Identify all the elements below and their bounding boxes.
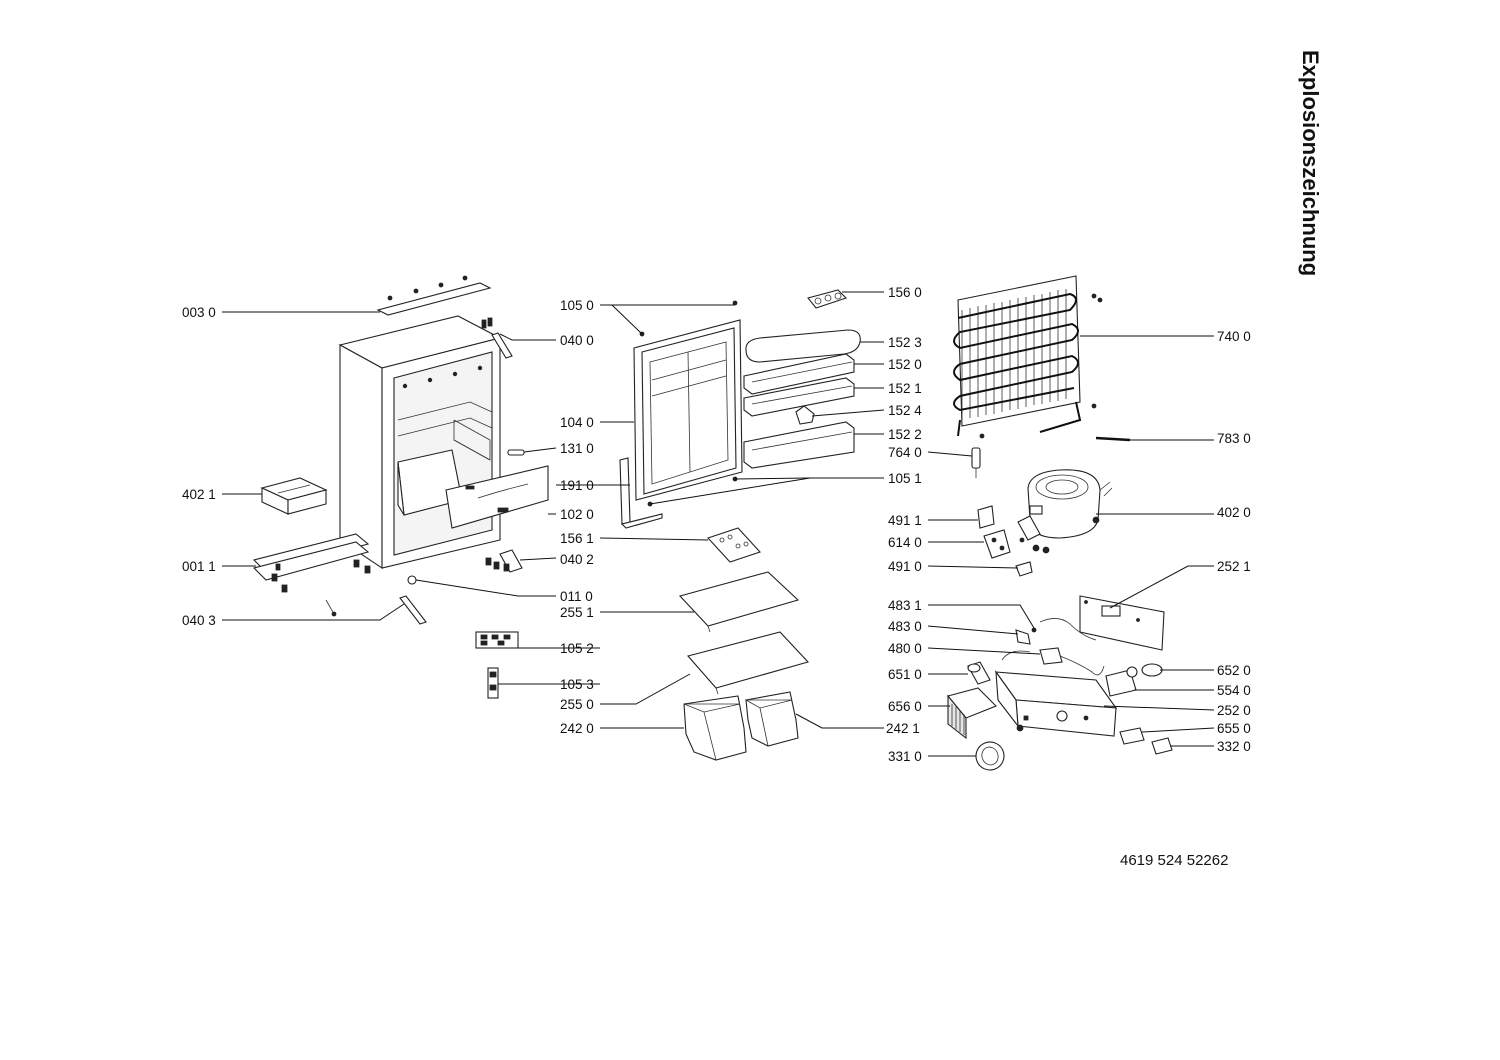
label-656-0: 656 0: [888, 699, 922, 714]
label-003-0: 003 0: [182, 305, 216, 320]
bin-part-1522: [743, 421, 855, 469]
switch-part-3320: [1151, 737, 1173, 755]
door-gasket-part: [619, 457, 663, 529]
label-104-0: 104 0: [560, 415, 594, 430]
harness-part-4800: [1001, 647, 1105, 676]
label-152-3: 152 3: [888, 335, 922, 350]
door-group: [475, 300, 810, 761]
base-rail-part: [252, 533, 371, 593]
label-480-0: 480 0: [888, 641, 922, 656]
top-rail-part: [376, 275, 492, 316]
door-panel-part: [633, 319, 743, 501]
label-483-1: 483 1: [888, 598, 922, 613]
bin-clip-part-1524: [795, 405, 815, 425]
label-491-1: 491 1: [888, 513, 922, 528]
cabinet-body-part: [338, 315, 549, 570]
starter-part-6140: [983, 529, 1025, 559]
document-number: 4619 524 52262: [1120, 852, 1229, 869]
control-housing-part-2520: [994, 670, 1118, 737]
switch-part-5540: [1105, 666, 1138, 697]
pin-part-131: [507, 449, 525, 456]
label-156-0: 156 0: [888, 285, 922, 300]
label-152-0: 152 0: [888, 357, 922, 372]
glass-shelf-upper-part: [678, 571, 800, 633]
label-131-0: 131 0: [560, 441, 594, 456]
bin-part-1520: [743, 353, 855, 395]
label-655-0: 655 0: [1217, 721, 1251, 736]
egg-tray-part: [707, 527, 761, 563]
label-331-0: 331 0: [888, 749, 922, 764]
label-040-3: 040 3: [182, 613, 216, 628]
label-105-1: 105 1: [888, 471, 922, 486]
label-242-1: 242 1: [886, 721, 920, 736]
label-255-1: 255 1: [560, 605, 594, 620]
clip-part-4910: [1015, 561, 1033, 577]
egg-holder-part-1560: [807, 289, 848, 309]
compressor-part-4020: [1017, 469, 1113, 554]
label-152-2: 152 2: [888, 427, 922, 442]
label-152-1: 152 1: [888, 381, 922, 396]
label-614-0: 614 0: [888, 535, 922, 550]
relay-part-4911: [977, 505, 995, 529]
lamp-holder-part-6510: [967, 661, 991, 685]
crisper-right-part: [744, 691, 799, 747]
label-040-2: 040 2: [560, 552, 594, 567]
label-402-0: 402 0: [1217, 505, 1251, 520]
cover-part-1053: [487, 667, 499, 699]
switch-part-6550: [1119, 727, 1145, 745]
hinge-bottom-part: [407, 549, 523, 585]
label-402-1: 402 1: [182, 487, 216, 502]
label-651-0: 651 0: [888, 667, 922, 682]
glass-shelf-lower-part: [687, 631, 810, 695]
hinge-top-part: [481, 317, 513, 359]
label-105-2: 105 2: [560, 641, 594, 656]
label-783-0: 783 0: [1217, 431, 1251, 446]
lamp-ring-part-3310: [975, 741, 1005, 771]
label-105-3: 105 3: [560, 677, 594, 692]
label-011-0: 011 0: [560, 589, 593, 604]
label-152-4: 152 4: [888, 403, 922, 418]
label-255-0: 255 0: [560, 697, 594, 712]
door-bins-group: [743, 289, 861, 469]
label-252-0: 252 0: [1217, 703, 1251, 718]
label-040-0: 040 0: [560, 333, 594, 348]
label-156-1: 156 1: [560, 531, 594, 546]
label-764-0: 764 0: [888, 445, 922, 460]
label-554-0: 554 0: [1217, 683, 1251, 698]
page-title: Explosionszeichnung: [1298, 50, 1323, 277]
label-332-0: 332 0: [1217, 739, 1251, 754]
label-252-1: 252 1: [1217, 559, 1251, 574]
label-001-1: 001 1: [182, 559, 216, 574]
wiring-part-4830: [1015, 618, 1097, 645]
label-652-0: 652 0: [1217, 663, 1251, 678]
label-191-0: 191 0: [560, 478, 594, 493]
thermostat-sensor-part-7640: [971, 447, 981, 478]
control-cover-part-2521: [1079, 595, 1165, 651]
label-740-0: 740 0: [1217, 329, 1251, 344]
leader-lines: [222, 291, 1215, 757]
tray-part-4021: [260, 477, 328, 515]
label-242-0: 242 0: [560, 721, 594, 736]
lamp-cover-part-6560: [947, 687, 997, 740]
label-483-0: 483 0: [888, 619, 922, 634]
bin-part-1521: [743, 377, 855, 417]
crisper-left-part: [683, 695, 747, 761]
cabinet-group: [252, 275, 549, 625]
knob-part-6520: [1141, 663, 1163, 677]
label-105-0: 105 0: [560, 298, 594, 313]
drain-tube-part-7830: [1095, 436, 1131, 442]
cover-part-1052: [475, 631, 519, 649]
label-491-0: 491 0: [888, 559, 922, 574]
condenser-part-7400: [953, 275, 1103, 439]
label-102-0: 102 0: [560, 507, 594, 522]
bracket-part-0403: [325, 595, 427, 625]
part-labels: 003 0 402 1 001 1 040 3 040 0 131 0 191 …: [182, 285, 1251, 764]
